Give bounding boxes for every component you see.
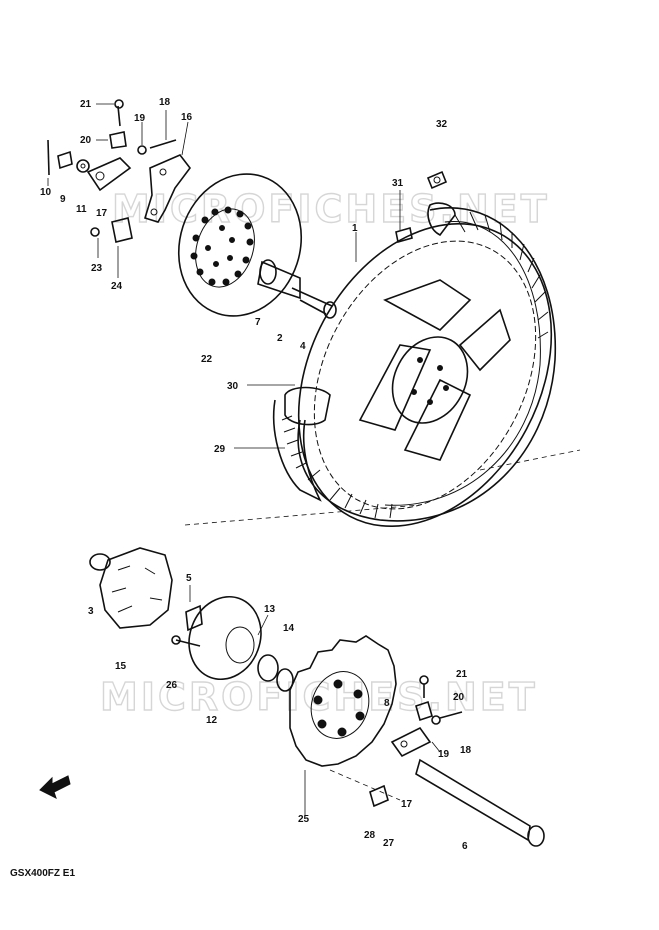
callout-30: 30 xyxy=(227,381,239,392)
front-arrow-icon xyxy=(39,775,71,799)
callout-23: 23 xyxy=(91,263,103,274)
callout-19-top: 19 xyxy=(134,113,146,124)
callout-20-top: 20 xyxy=(80,135,92,146)
callout-2: 2 xyxy=(277,333,283,344)
callout-11: 11 xyxy=(76,204,87,215)
callout-10: 10 xyxy=(40,187,52,198)
wheel-rim xyxy=(297,222,553,528)
callout-3: 3 xyxy=(88,606,94,617)
callout-1: 1 xyxy=(352,223,358,234)
brake-caliper-bracket xyxy=(47,99,448,244)
callout-16: 16 xyxy=(181,112,193,123)
callout-21-bottom: 21 xyxy=(456,669,468,680)
callout-20-bottom: 20 xyxy=(453,692,465,703)
center-line-lower xyxy=(329,769,401,801)
callout-6: 6 xyxy=(462,841,468,852)
callout-4: 4 xyxy=(300,341,306,352)
callout-5: 5 xyxy=(186,573,192,584)
callout-18-top: 18 xyxy=(159,97,171,108)
callout-7: 7 xyxy=(255,317,261,328)
callout-17-top: 17 xyxy=(96,208,108,219)
sprocket-carrier xyxy=(171,595,294,692)
center-line-upper xyxy=(184,504,421,526)
callout-15: 15 xyxy=(115,661,127,672)
callout-13: 13 xyxy=(264,604,276,615)
tire xyxy=(297,202,557,522)
callout-25: 25 xyxy=(298,814,310,825)
axle-spacer xyxy=(257,259,337,319)
rear-sprocket xyxy=(289,635,397,767)
rear-axle-and-adjusters xyxy=(369,675,545,847)
callout-12: 12 xyxy=(206,715,218,726)
callout-21-top: 21 xyxy=(80,99,92,110)
callout-18-bottom: 18 xyxy=(460,745,472,756)
model-code: GSX400FZ E1 xyxy=(10,868,75,879)
brake-disc xyxy=(177,173,303,317)
leader-lines xyxy=(47,103,441,815)
callout-29: 29 xyxy=(214,444,226,455)
callout-17-bottom: 17 xyxy=(401,799,413,810)
callout-27: 27 xyxy=(383,838,395,849)
hub-damper xyxy=(89,547,173,629)
rim-band-tube xyxy=(272,386,331,502)
center-line-right xyxy=(479,449,581,471)
callout-24: 24 xyxy=(111,281,123,292)
callout-19-bottom: 19 xyxy=(438,749,450,760)
callout-22: 22 xyxy=(201,354,213,365)
callout-8: 8 xyxy=(384,698,390,709)
callout-14: 14 xyxy=(283,623,295,634)
callout-9: 9 xyxy=(60,194,66,205)
callout-28: 28 xyxy=(364,830,376,841)
callout-32: 32 xyxy=(436,119,448,130)
callout-31: 31 xyxy=(392,178,404,189)
watermark-top: MICROFICHES.NET xyxy=(112,187,550,231)
callout-26: 26 xyxy=(166,680,178,691)
